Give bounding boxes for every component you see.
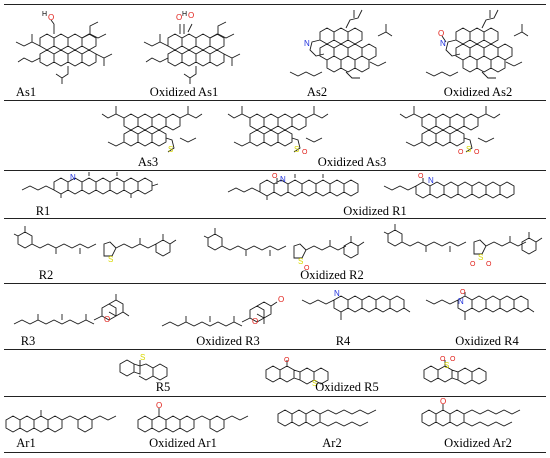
oxidized-as3-sulfoxide-structure: S O [222, 102, 340, 156]
compound-label: R3 [20, 334, 36, 348]
svg-text:O: O [438, 29, 444, 38]
ar1-structure [4, 398, 128, 434]
oxidized-ar2-structure: O [420, 397, 544, 434]
compound-label: Oxidized R3 [196, 334, 260, 348]
svg-text:O: O [252, 317, 258, 326]
svg-text:O: O [272, 173, 278, 180]
svg-text:O: O [278, 295, 284, 304]
svg-text:S: S [312, 379, 317, 388]
compound-label: R2 [38, 268, 54, 282]
oxidized-ar1-structure: O [136, 398, 260, 434]
svg-text:O: O [104, 315, 110, 324]
compound-label: Oxidized As1 [149, 85, 219, 99]
oxidized-r1-structure-b: O N [382, 172, 542, 202]
svg-text:O: O [188, 11, 194, 20]
svg-text:O: O [458, 149, 464, 156]
oxidized-r2-sulfone-structure: S O O [383, 220, 550, 268]
svg-text:N: N [440, 39, 446, 48]
svg-text:N: N [70, 173, 76, 182]
divider [4, 100, 546, 101]
r3-structure: O [12, 290, 140, 334]
ar2-structure [276, 400, 396, 434]
svg-text:N: N [280, 175, 286, 184]
divider [4, 396, 546, 397]
svg-text:H: H [182, 11, 187, 18]
oxidized-as1-structure: O O H [138, 8, 258, 88]
compound-label: Oxidized R5 [315, 380, 379, 394]
oxidized-r1-structure-a: O N [226, 172, 376, 202]
compound-label: Oxidized R2 [300, 268, 364, 282]
compound-label: Oxidized Ar1 [149, 436, 217, 450]
compound-label: As3 [137, 155, 159, 169]
svg-text:O: O [486, 261, 492, 268]
oxygen-atom: O [48, 13, 54, 22]
as1-structure: O H [10, 8, 130, 88]
svg-text:O: O [156, 401, 162, 410]
svg-text:O: O [440, 356, 446, 363]
oxidized-as3-sulfone-structure: S O O [394, 102, 512, 156]
as3-structure: S [96, 102, 214, 154]
svg-text:S: S [168, 145, 173, 154]
polyaromatic-core [39, 33, 97, 67]
svg-text:N: N [428, 176, 434, 185]
divider [4, 218, 546, 219]
oxidized-r5-sulfone-structure: O O S [420, 354, 502, 388]
svg-text:O: O [302, 149, 308, 156]
as2-structure: N [286, 6, 406, 88]
svg-text:N: N [334, 289, 340, 298]
compound-label: Oxidized As2 [443, 85, 513, 99]
svg-text:S: S [140, 353, 145, 362]
compound-label: R5 [155, 380, 171, 394]
r1-structure: N [18, 172, 208, 200]
svg-text:N: N [458, 297, 464, 306]
compound-label: As1 [15, 85, 37, 99]
compound-label: As2 [306, 85, 328, 99]
svg-text:S: S [444, 361, 449, 370]
svg-text:O: O [304, 265, 310, 272]
svg-text:N: N [304, 39, 310, 48]
r5-structure: S [118, 352, 184, 381]
svg-text:O: O [176, 13, 182, 22]
compound-label: R1 [35, 204, 51, 218]
svg-text:S: S [298, 257, 303, 266]
svg-text:O: O [474, 149, 480, 156]
divider [4, 283, 546, 284]
compound-label: Oxidized R4 [455, 334, 519, 348]
svg-text:O: O [440, 397, 446, 406]
svg-text:O: O [460, 289, 466, 296]
svg-text:H: H [42, 11, 47, 18]
svg-text:S: S [108, 255, 113, 264]
compound-label: Oxidized R1 [343, 204, 407, 218]
compound-label: Ar1 [16, 436, 36, 450]
oxidized-r2-sulfoxide-structure: S O [203, 224, 374, 272]
oxidized-as2-structure: N O [420, 4, 546, 88]
r4-structure: N [300, 286, 418, 332]
oxidized-r4-structure: O N [424, 286, 546, 332]
svg-text:S: S [466, 145, 471, 154]
compound-label: R4 [335, 334, 351, 348]
oxidized-r3-structure: O O [160, 290, 300, 336]
divider [4, 349, 546, 350]
compound-label: Oxidized Ar2 [444, 436, 512, 450]
compound-label: Ar2 [322, 436, 342, 450]
svg-text:S: S [294, 145, 299, 154]
svg-text:S: S [478, 253, 483, 262]
oxidized-r5-sulfoxide-structure: O S [262, 356, 344, 388]
svg-text:O: O [284, 357, 290, 364]
svg-text:O: O [450, 356, 456, 363]
divider [4, 452, 546, 453]
r2-structure: S [13, 222, 194, 264]
divider [4, 170, 546, 171]
svg-text:O: O [470, 261, 476, 268]
compound-label: Oxidized As3 [317, 155, 387, 169]
divider [4, 4, 546, 5]
svg-text:O: O [418, 173, 424, 180]
